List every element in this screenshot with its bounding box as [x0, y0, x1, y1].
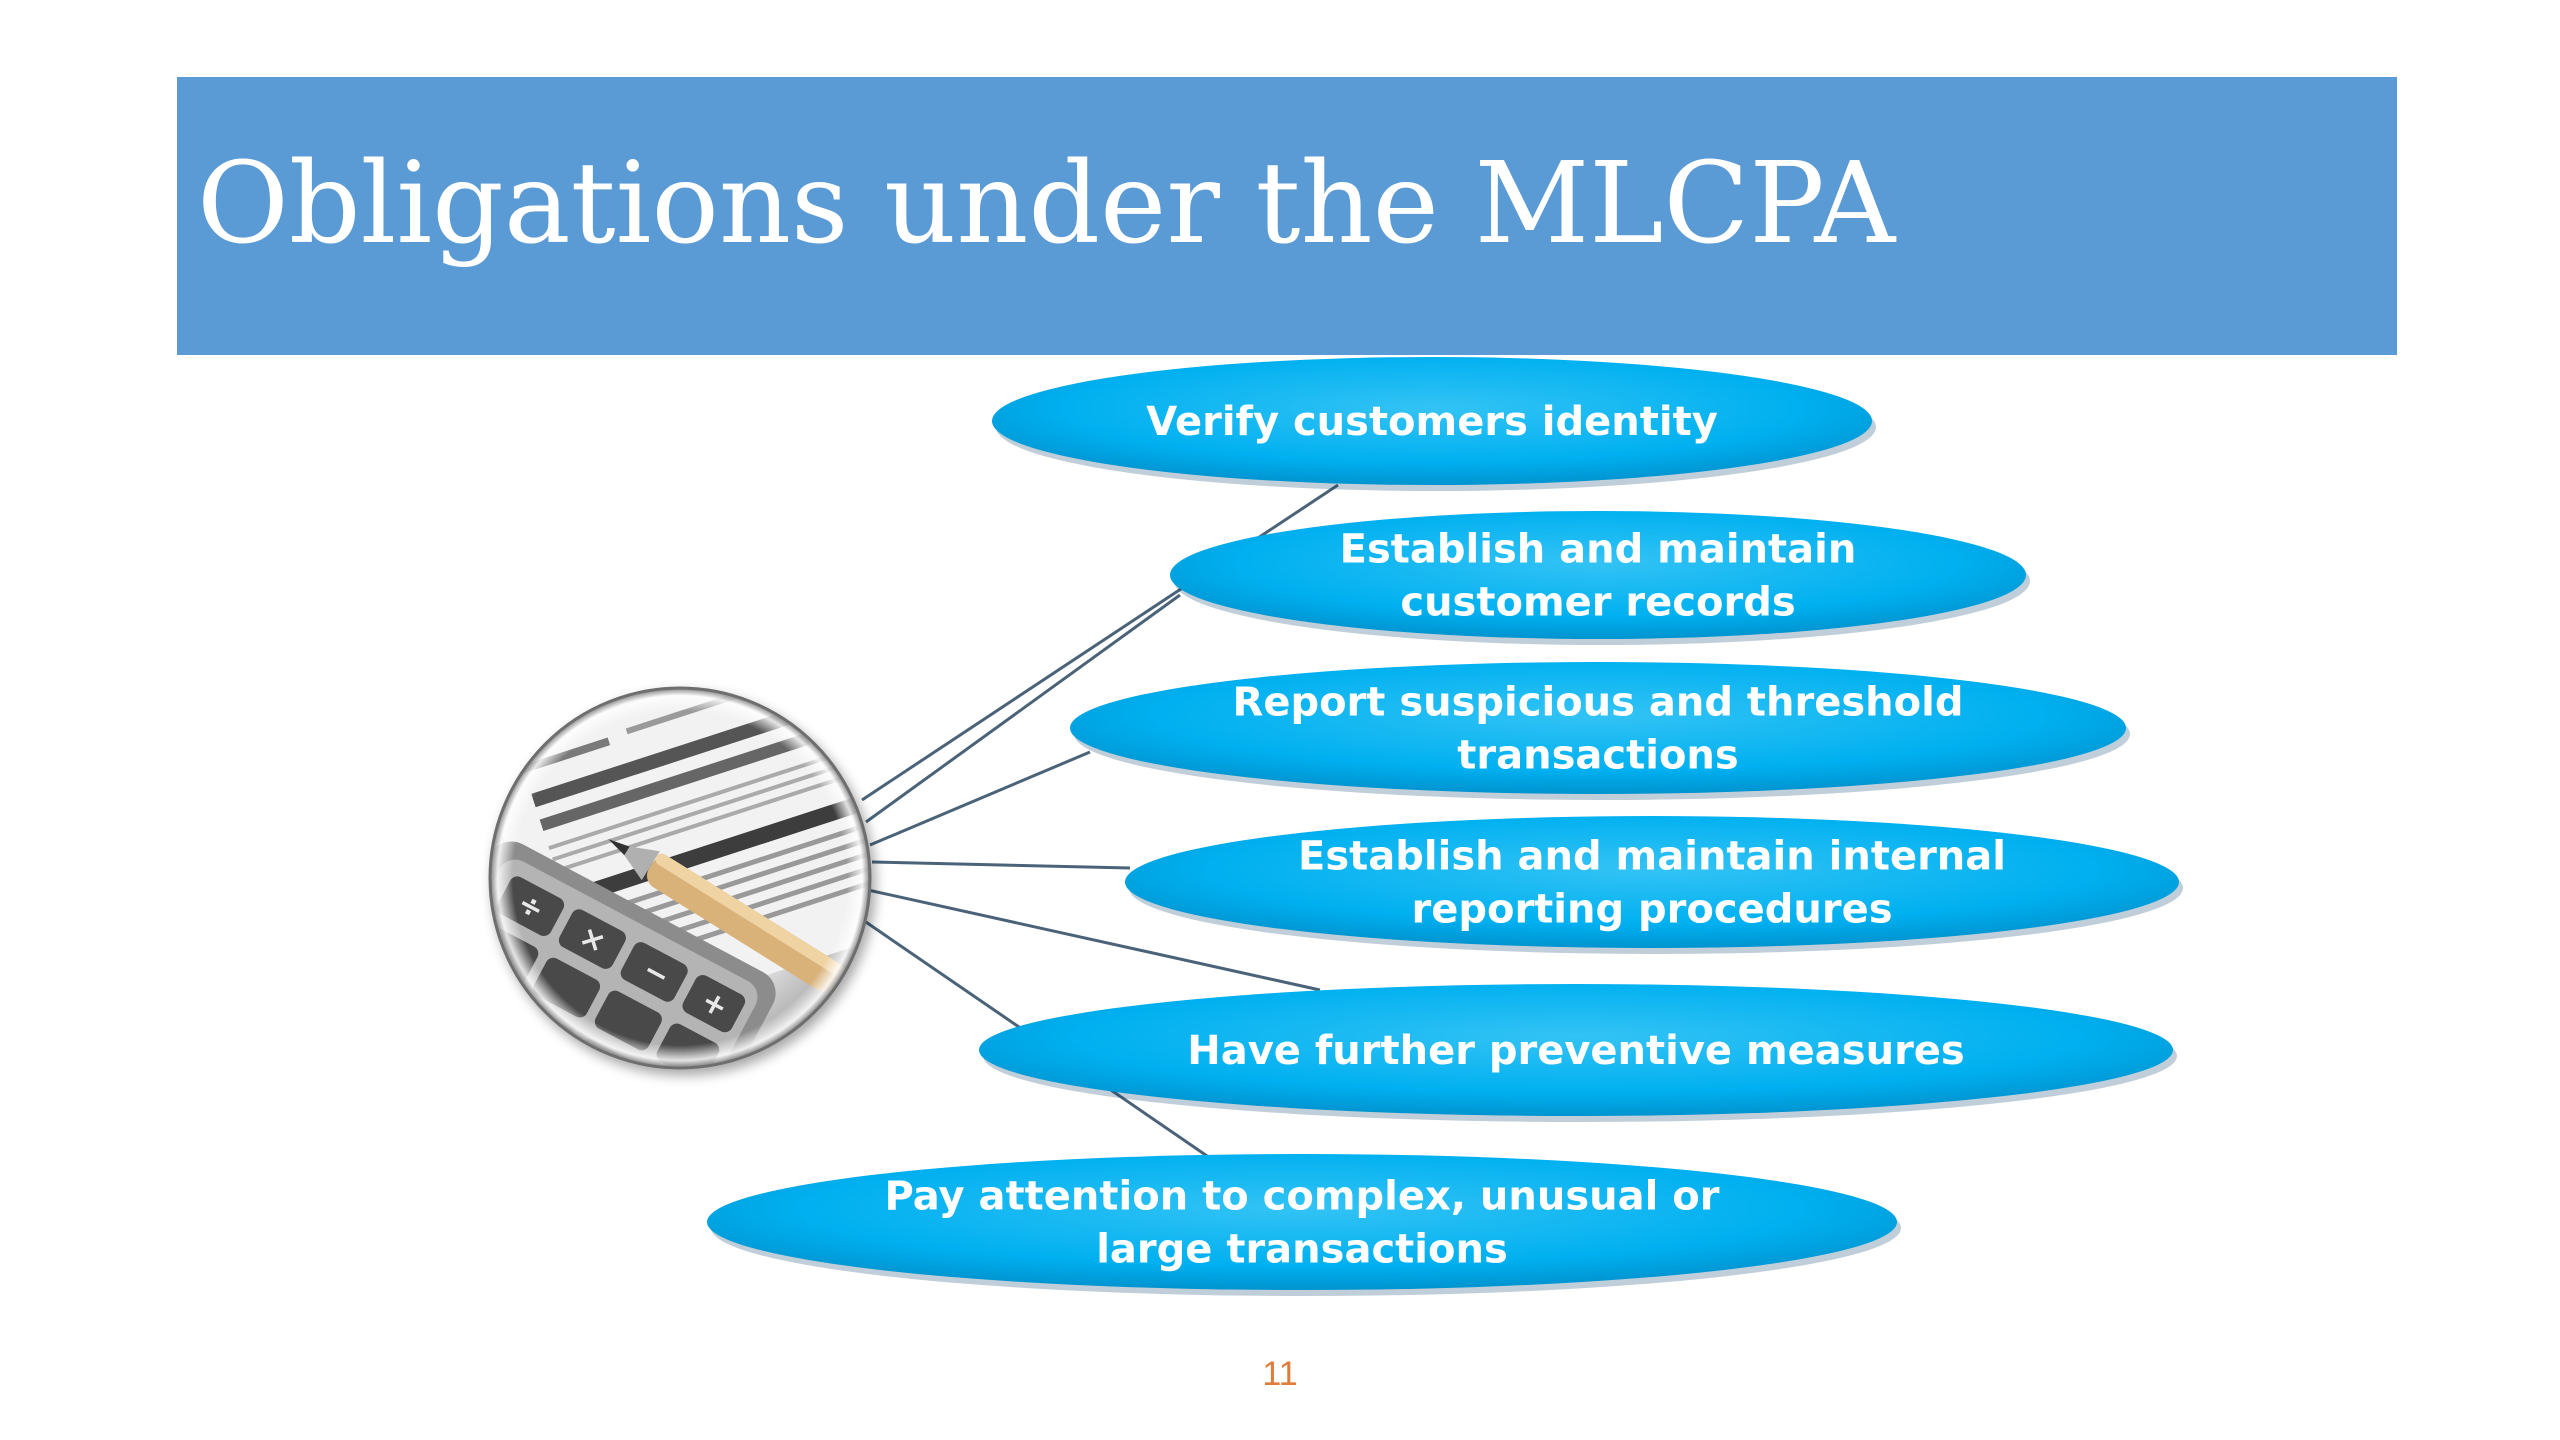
obligation-node-2: Establish and maintain customer records [1170, 511, 2030, 645]
tax-form-calculator-pen-photo: ÷ × − + [488, 686, 872, 1070]
obligation-label-line: Pay attention to complex, unusual or [885, 1174, 1720, 1220]
connector-line-2 [865, 593, 1181, 824]
obligation-label-line: transactions [1457, 733, 1738, 779]
obligation-label-line: customer records [1400, 580, 1795, 626]
obligation-ellipse [707, 1154, 1897, 1290]
obligation-ellipse [1170, 511, 2026, 639]
slide-title: Obligations under the MLCPA [197, 139, 1896, 269]
obligation-node-3: Report suspicious and threshold transacti… [1070, 662, 2130, 800]
title-bar: Obligations under the MLCPA [177, 77, 2397, 355]
obligation-ellipse [1125, 816, 2179, 948]
obligation-ellipse [1070, 662, 2126, 794]
obligation-label-line: Verify customers identity [1146, 399, 1718, 445]
obligation-node-6: Pay attention to complex, unusual or larg… [707, 1154, 1901, 1296]
obligation-node-5: Have further preventive measures [979, 984, 2177, 1122]
obligation-ellipse [992, 357, 1872, 485]
obligation-node-4: Establish and maintain internal reporting… [1125, 816, 2183, 954]
obligation-label-line: large transactions [1096, 1227, 1508, 1273]
obligation-label-line: Establish and maintain internal [1298, 834, 2006, 880]
obligation-label-line: reporting procedures [1411, 887, 1892, 933]
obligation-ellipse [979, 984, 2173, 1116]
connector-line-5 [867, 888, 1321, 992]
obligation-label-line: Have further preventive measures [1187, 1028, 1964, 1074]
obligation-node-1: Verify customers identity [992, 357, 1876, 491]
page-number: 11 [1262, 1355, 1298, 1393]
connector-line-4 [871, 860, 1131, 870]
connector-line-3 [869, 750, 1091, 847]
obligation-label-line: Establish and maintain [1340, 527, 1857, 573]
obligation-label-line: Report suspicious and threshold [1233, 680, 1964, 726]
